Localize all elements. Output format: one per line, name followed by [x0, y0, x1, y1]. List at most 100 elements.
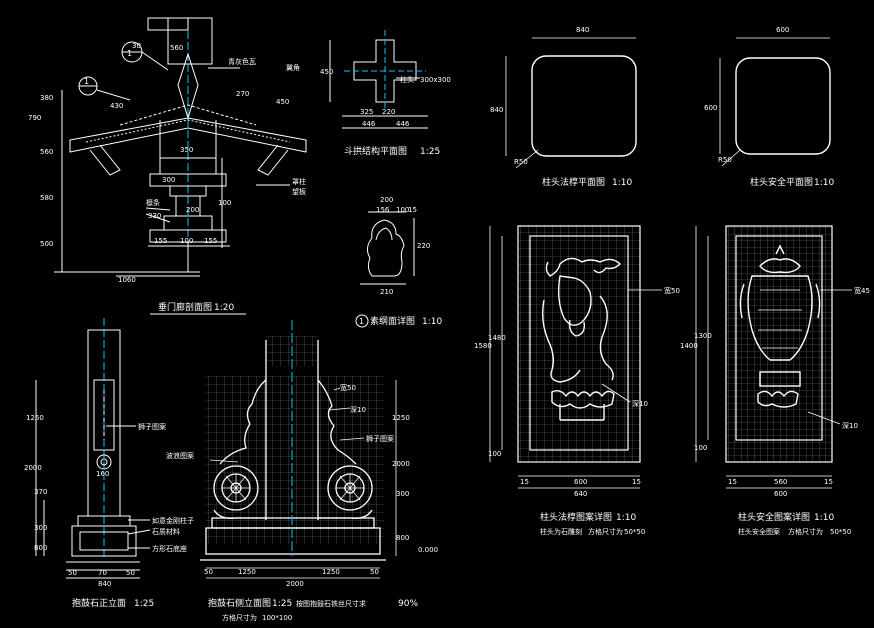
roof-dim: 270 — [236, 90, 249, 98]
front-dim: 50 — [126, 569, 135, 577]
front-dim: 300 — [34, 524, 47, 532]
relief-b-dim: 15 — [728, 478, 737, 486]
relief-b-title: 柱头安全图案详图 — [738, 511, 810, 523]
side-dim: 800 — [396, 534, 409, 542]
relief-b-note: 深10 — [842, 421, 858, 430]
cross-dim: 300x300 — [420, 76, 451, 84]
front-note: 石质材料 — [152, 527, 180, 536]
relief-a-drawing — [489, 225, 662, 489]
side-note: 狮子图案 — [366, 434, 394, 443]
side-elevation-labels: 宽50 深10 狮子图案 波浪图案 1250 1250 2000 50 50 1… — [166, 383, 438, 622]
cross-dim: 325 — [360, 108, 373, 116]
roof-section-drawing — [54, 17, 307, 277]
front-dim: 840 — [98, 580, 111, 588]
relief-a-sub3: 50*50 — [624, 528, 645, 536]
relief-b-sub: 柱头安全图案 — [738, 527, 780, 536]
cross-dim: 220 — [382, 108, 395, 116]
roof-note: 望板 — [292, 187, 306, 196]
roof-dim: 790 — [28, 114, 41, 122]
profile-detail-drawing — [360, 211, 415, 285]
cross-dim: 450 — [320, 68, 333, 76]
roof-section-title: 垂门廊剖面图 — [158, 301, 212, 313]
front-elevation-labels: 1250 2000 370 160 300 800 50 50 70 840 狮… — [24, 414, 194, 609]
side-dim: 2000 — [286, 580, 304, 588]
front-dim: 800 — [34, 544, 47, 552]
relief-a-dim: 100 — [488, 450, 501, 458]
side-elev-sub2: 100*100 — [262, 614, 292, 622]
front-elevation-drawing — [35, 318, 151, 579]
roof-callout-top: 1 — [127, 49, 132, 58]
front-dim: 2000 — [24, 464, 42, 472]
profile-dim: 210 — [380, 288, 393, 296]
roof-dim: 380 — [40, 94, 53, 102]
cross-note: 柱头 — [400, 75, 414, 84]
relief-b-dim: 1300 — [694, 332, 712, 340]
front-dim: 50 — [68, 569, 77, 577]
side-dim: 0.000 — [418, 546, 438, 554]
relief-b-note: 宽45 — [854, 286, 870, 295]
front-dim: 1250 — [26, 414, 44, 422]
relief-b-dim: 100 — [694, 444, 707, 452]
relief-b-dim: 600 — [774, 490, 787, 498]
relief-b-dim: 560 — [774, 478, 787, 486]
side-elev-percent: 90% — [398, 599, 418, 609]
relief-a-sub2: 方格尺寸为 — [588, 527, 623, 536]
relief-a-dim: 1580 — [474, 342, 492, 350]
relief-a-scale: 1:10 — [616, 513, 636, 523]
side-note: 宽50 — [340, 383, 356, 392]
roof-dim: 500 — [40, 240, 53, 248]
roof-dim: 1060 — [118, 276, 136, 284]
relief-a-dim: 15 — [520, 478, 529, 486]
side-dim: 50 — [370, 568, 379, 576]
roof-dim: 100 — [180, 237, 193, 245]
relief-b-dim: 1400 — [680, 342, 698, 350]
front-elev-scale: 1:25 — [134, 599, 154, 609]
side-elev-scale: 1:25 — [272, 599, 292, 609]
roof-dim: 100 — [218, 199, 231, 207]
plan-b-dim: R50 — [718, 156, 732, 164]
plan-a-dim: 840 — [490, 106, 503, 114]
roof-dim: 200 — [186, 206, 199, 214]
roof-dim: 560 — [40, 148, 53, 156]
column-head-plan-a — [505, 37, 637, 169]
profile-dim: 15 — [408, 206, 417, 214]
roof-section-scale: 1:20 — [214, 303, 234, 313]
relief-a-sub: 柱头为石雕刻 — [540, 527, 582, 536]
relief-a-dim: 640 — [574, 490, 587, 498]
relief-a-dim: 15 — [632, 478, 641, 486]
side-dim: 1250 — [322, 568, 340, 576]
relief-a-note: 深10 — [632, 399, 648, 408]
relief-a-title: 柱头法椁图案详图 — [540, 511, 612, 523]
plan-a-title: 柱头法椁平面图 — [542, 176, 605, 188]
side-elev-title: 抱鼓石侧立面图 — [208, 597, 271, 609]
side-elevation-drawing — [200, 320, 397, 579]
profile-dim: 100 — [396, 206, 409, 214]
side-dim: 1250 — [392, 414, 410, 422]
relief-a-dim: 1480 — [488, 334, 506, 342]
cross-plan-labels: 450 325 220 446 446 柱头 300x300 斗拱结构平面图 1… — [320, 68, 451, 157]
profile-num: 1 — [359, 317, 364, 326]
roof-note: 罩柱 — [292, 177, 306, 186]
plan-b-title: 柱头安全平面图 — [750, 176, 813, 188]
roof-dim: 155 — [204, 237, 217, 245]
plan-a-scale: 1:10 — [612, 178, 632, 188]
side-dim: 300 — [396, 490, 409, 498]
roof-dim: 450 — [276, 98, 289, 106]
front-dim: 160 — [96, 470, 109, 478]
side-dim: 50 — [204, 568, 213, 576]
front-elev-title: 抱鼓石正立面 — [72, 597, 126, 609]
relief-b-drawing — [695, 225, 852, 489]
relief-b-dim: 15 — [824, 478, 833, 486]
profile-scale: 1:10 — [422, 317, 442, 327]
relief-a-labels: 1580 1480 100 600 640 15 15 宽50 深10 柱头法椁… — [474, 286, 680, 536]
roof-callout-left: 1 — [84, 77, 89, 86]
profile-detail-labels: 200 156 100 15 210 220 1 素纲面详图 1:10 — [355, 196, 442, 328]
side-note: 深10 — [350, 405, 366, 414]
side-elev-extra: 按图抱鼓石铁丝尺寸求 — [296, 599, 366, 608]
column-head-plan-b-labels: 600 600 R50 柱头安全平面图 1:10 — [704, 26, 834, 188]
plan-a-dim: R50 — [514, 158, 528, 166]
relief-a-note: 宽50 — [664, 286, 680, 295]
relief-a-dim: 600 — [574, 478, 587, 486]
